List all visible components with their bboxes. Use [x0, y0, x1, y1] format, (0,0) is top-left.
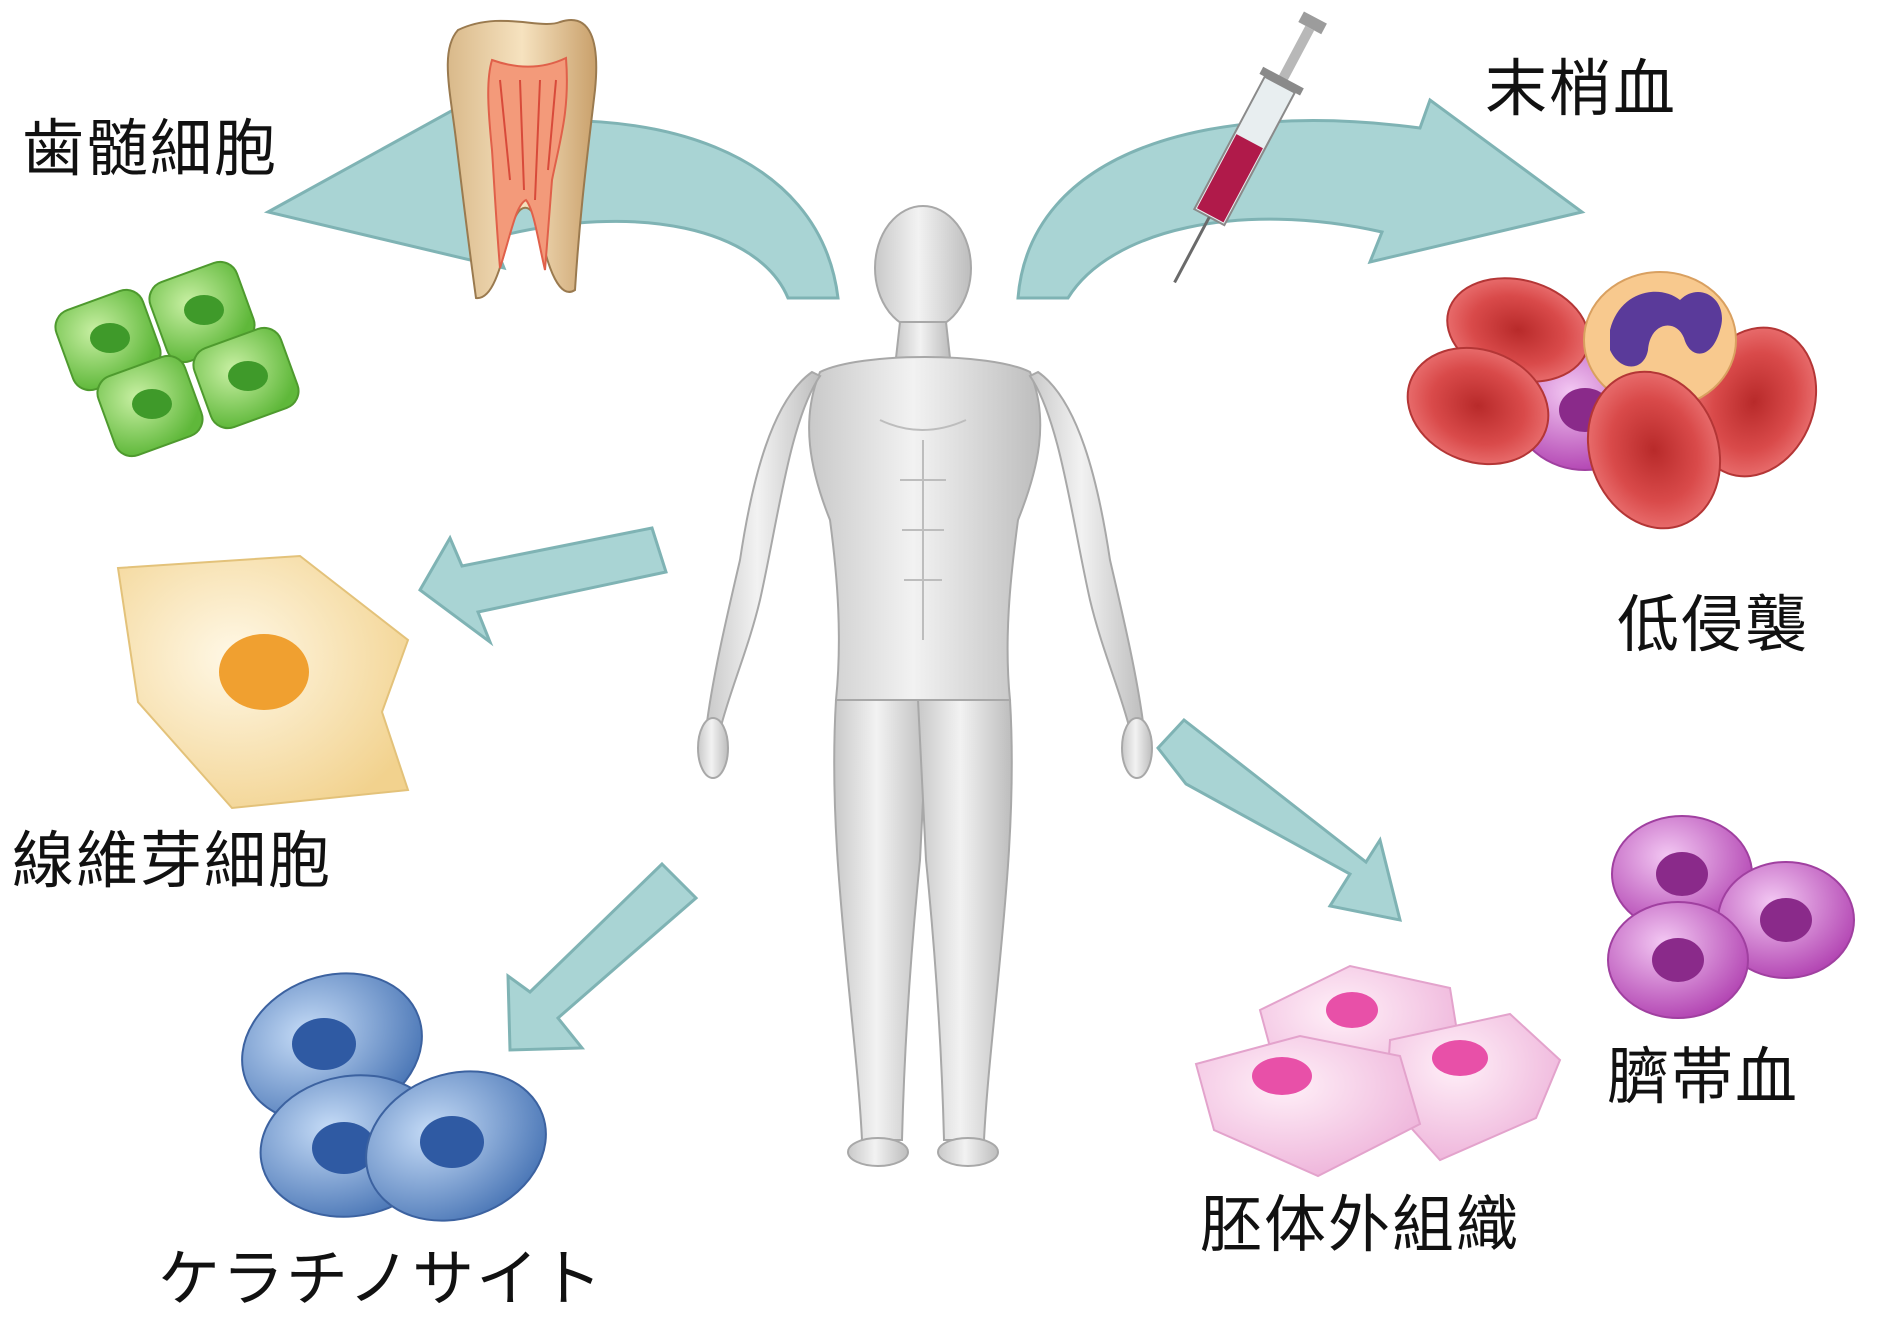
- label-minimally-invasive: 低侵襲: [1617, 594, 1809, 656]
- label-umbilical-cord-blood: 臍帯血: [1607, 1046, 1799, 1108]
- arrow-to-peripheral-blood: [1018, 100, 1582, 298]
- label-dental-pulp-cells: 歯髄細胞: [22, 118, 278, 180]
- arrow-to-extraembryonic-tissue: [1158, 720, 1400, 920]
- tooth-icon: [448, 20, 596, 298]
- arrow-to-fibroblast: [420, 528, 666, 642]
- label-extraembryonic-tissue: 胚体外組織: [1200, 1194, 1520, 1256]
- label-keratinocyte: ケラチノサイト: [158, 1248, 604, 1310]
- extraembryonic-tissue-cells: [1196, 966, 1560, 1176]
- label-peripheral-blood: 末梢血: [1485, 58, 1677, 120]
- umbilical-cord-blood-cells: [1608, 816, 1854, 1018]
- arrow-to-keratinocyte: [508, 864, 696, 1050]
- human-body-figure: [698, 206, 1152, 1166]
- dental-pulp-cells: [50, 257, 303, 461]
- blood-cells: [1391, 263, 1836, 547]
- label-fibroblast: 線維芽細胞: [12, 830, 332, 892]
- fibroblast-cell: [118, 556, 408, 808]
